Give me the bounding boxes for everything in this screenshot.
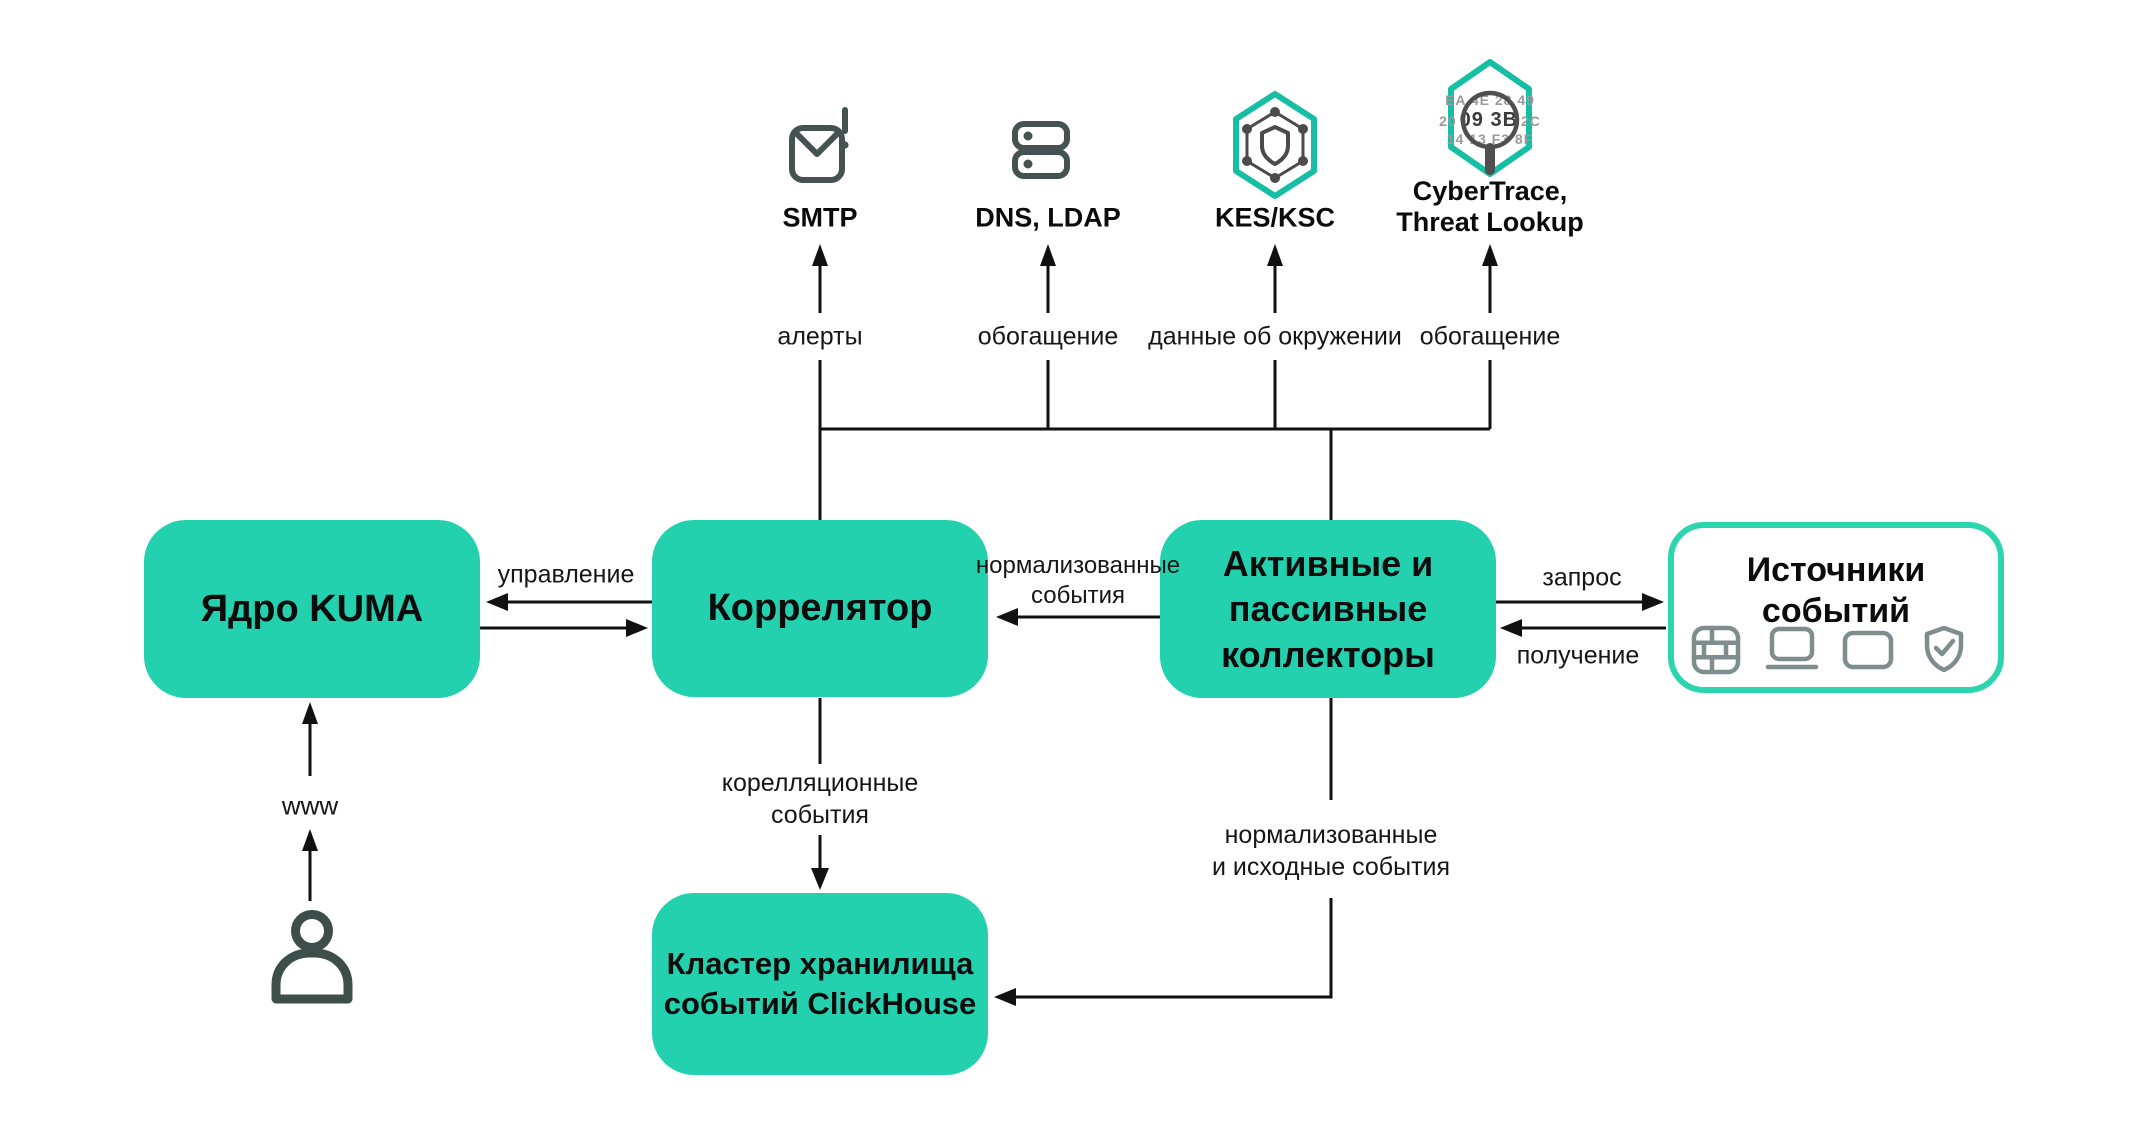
node-clickhouse-storage: Кластер хранилища событий ClickHouse: [652, 893, 988, 1075]
node-kuma-core-label: Ядро KUMA: [200, 587, 424, 630]
email-alert-icon: [789, 107, 849, 183]
flow-label-environment-data: данные об окружении: [1148, 322, 1402, 351]
flow-label-alerts: алерты: [777, 322, 863, 351]
node-event-sources-label: Источники событий: [1746, 551, 1926, 630]
edge-label-normalized-events: нормализованные события: [975, 552, 1181, 609]
node-correlator-label: Коррелятор: [707, 587, 933, 629]
edge-label-receive: получение: [1516, 641, 1640, 670]
node-correlator: Коррелятор: [652, 520, 988, 697]
node-collectors: Активные и пассивные коллекторы: [1160, 520, 1496, 698]
node-clickhouse-storage-label: Кластер хранилища событий ClickHouse: [663, 945, 977, 1021]
edge-label-management: управление: [497, 560, 635, 589]
flow-label-enrichment-1: обогащение: [977, 322, 1119, 351]
service-label-dns-ldap: DNS, LDAP: [975, 202, 1121, 233]
magnifier-lens-icon: [1460, 90, 1520, 150]
svg-text:EA 4E 28 49: EA 4E 28 49: [1445, 92, 1535, 108]
service-label-smtp: SMTP: [782, 202, 858, 233]
edge-label-correlation-events: корелляционные события: [721, 769, 919, 829]
node-collectors-label: Активные и пассивные коллекторы: [1221, 542, 1435, 675]
edge-label-www: www: [281, 790, 339, 821]
node-kuma-core: Ядро KUMA: [144, 520, 480, 698]
svg-text:14 13 F3 8F: 14 13 F3 8F: [1447, 131, 1534, 147]
flow-label-enrichment-2: обогащение: [1419, 322, 1561, 351]
service-label-kes-ksc: KES/KSC: [1214, 202, 1336, 233]
edge-label-normalized-raw-events: нормализованные и исходные события: [1211, 821, 1451, 881]
server-icon: [1012, 121, 1070, 179]
edge-label-request: запрос: [1542, 563, 1622, 592]
user-icon: [271, 910, 353, 1004]
kaspersky-protection-icon: [1233, 91, 1317, 199]
service-label-cybertrace: CyberTrace, Threat Lookup: [1396, 175, 1584, 237]
node-event-sources: Источники событий: [1668, 522, 2004, 693]
